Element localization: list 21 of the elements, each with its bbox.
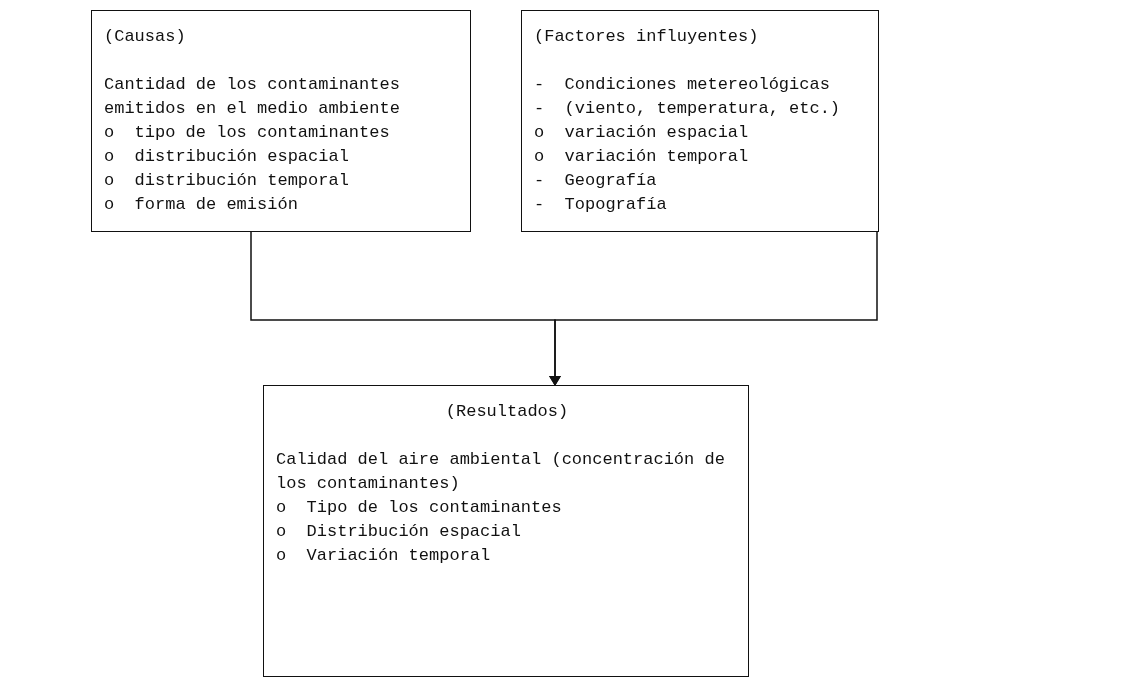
box-text: - Condiciones metereológicas [534, 74, 831, 96]
box-text: o Tipo de los contaminantes [276, 497, 563, 519]
box-text: - (viento, temperatura, etc.) [534, 98, 842, 120]
box-text: o variación temporal [534, 146, 750, 168]
text-box [263, 385, 749, 677]
box-text: o tipo de los contaminantes [104, 122, 391, 144]
text-box [521, 10, 879, 232]
box-text: o distribución espacial [104, 146, 350, 168]
connector-arrow [549, 231, 878, 386]
box-text: o Distribución espacial [276, 521, 522, 543]
box-text: o Variación temporal [276, 545, 492, 567]
box-heading: (Causas) [104, 26, 187, 48]
box-text: Calidad del aire ambiental (concentración de los contaminantes) [276, 449, 726, 495]
box-text: o distribución temporal [104, 170, 350, 192]
text-box [91, 10, 471, 232]
box-text: - Topografía [534, 194, 668, 216]
box-text: o forma de emisión [104, 194, 299, 216]
box-text: - Geografía [534, 170, 658, 192]
box-heading: (Factores influyentes) [534, 26, 760, 48]
box-heading: (Resultados) [444, 401, 570, 423]
box-text: o variación espacial [534, 122, 750, 144]
